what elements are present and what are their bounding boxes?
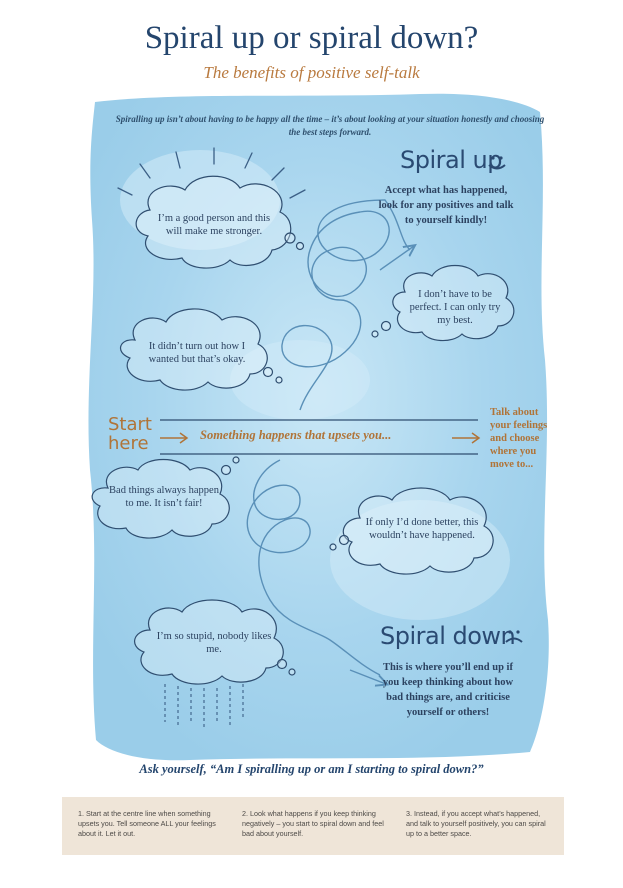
spiral-down-arrow — [349, 669, 386, 684]
reflection-question: Ask yourself, “Am I spiralling up or am … — [139, 762, 484, 776]
start-arrow-right-head — [471, 432, 481, 444]
watercolor-background — [88, 93, 549, 761]
thought-bubble-dot — [295, 241, 305, 251]
smile-icon — [488, 156, 506, 170]
thought-cloud-good-person — [135, 175, 292, 269]
spiral-up-description: Accept what has happened, look for any p… — [378, 185, 514, 226]
thought-bubble-dot — [288, 668, 296, 676]
start-here-label: Start here — [108, 414, 152, 454]
thought-bubble-dot — [232, 456, 240, 464]
thought-bubble-dot — [220, 464, 232, 476]
page-title: Spiral up or spiral down? — [144, 20, 479, 56]
start-arrow-left-head — [179, 432, 189, 444]
thought-bubble-dot — [338, 534, 350, 546]
spiral-down-heading: Spiral down — [380, 622, 516, 650]
rain-drops — [164, 684, 244, 728]
intro-text: Spiralling up isn’t about having to be h… — [115, 114, 545, 137]
thought-bubble-dot — [380, 320, 392, 332]
sun-rays — [117, 147, 306, 199]
thought-cloud-not-perfect — [392, 264, 515, 342]
thought-cloud-okay — [119, 308, 268, 391]
thought-bubble-dot — [284, 232, 296, 244]
thought-bubble-dot — [371, 330, 379, 338]
thought-cloud-stupid — [134, 599, 284, 685]
thought-stupid: I’m so stupid, nobody likes me. — [156, 631, 272, 655]
instruction-step: 1. Start at the centre line when somethi… — [78, 809, 216, 838]
thought-cloud-if-only — [342, 487, 494, 575]
spiral-up-arrow — [379, 246, 414, 271]
page-subtitle: The benefits of positive self-talk — [203, 63, 420, 82]
spiral-down-description: This is where you’ll end up if you keep … — [382, 662, 514, 718]
instructions-footer: 1. Start at the centre line when somethi… — [62, 797, 564, 855]
center-line-text: Something happens that upsets you... — [200, 428, 392, 442]
frown-icon — [505, 630, 523, 643]
thought-not-perfect: I don’t have to be perfect. I can only t… — [409, 289, 501, 326]
thought-cloud-bad-things — [91, 459, 230, 539]
thought-bad-things: Bad things always happen to me. It isn’t… — [109, 485, 219, 509]
thought-bubble-dot — [329, 543, 337, 551]
thought-bubble-dot — [262, 366, 274, 378]
watercolor-highlight — [120, 150, 280, 250]
thought-okay: It didn’t turn out how I wanted but that… — [148, 341, 246, 365]
thought-if-only: If only I’d done better, this wouldn’t h… — [365, 517, 479, 541]
talk-about-note: Talk about your feelings and choose wher… — [490, 407, 548, 470]
instruction-step: 3. Instead, if you accept what’s happene… — [406, 809, 546, 838]
thought-good-person: I’m a good person and this will make me … — [157, 213, 271, 237]
thought-bubble-dot — [275, 376, 283, 384]
spiral-down-path — [246, 459, 381, 676]
spiral-up-heading: Spiral up — [400, 146, 502, 174]
watercolor-highlight — [330, 500, 510, 620]
spiral-up-path — [281, 199, 411, 411]
thought-bubble-dot — [276, 658, 288, 670]
instruction-step: 2. Look what happens if you keep thinkin… — [242, 809, 384, 838]
